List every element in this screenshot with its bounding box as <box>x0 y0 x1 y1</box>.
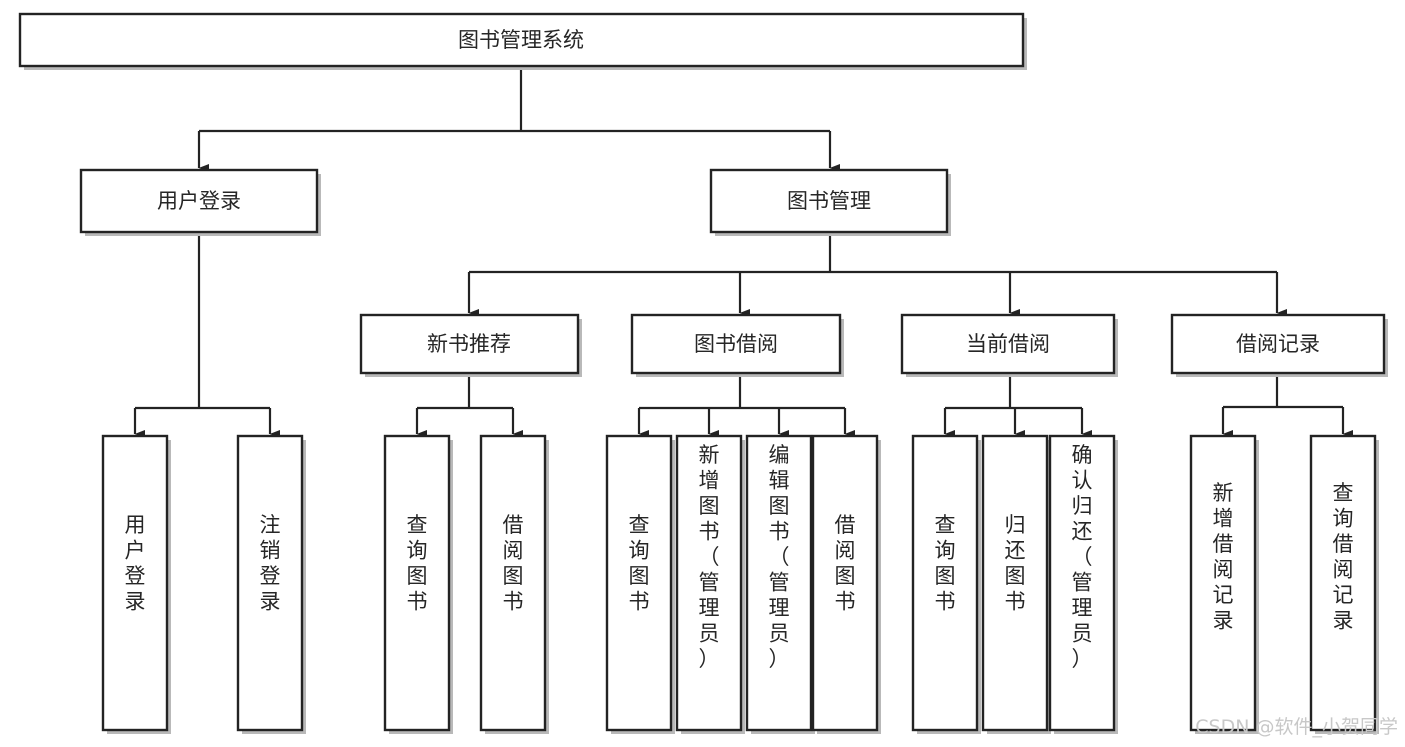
node-root-label: 图书管理系统 <box>458 28 584 52</box>
node-book-manage[interactable]: 图书管理 <box>709 168 951 236</box>
node-leaf-borrow-book-2[interactable]: 借阅图书 <box>811 434 881 734</box>
edges-root-to-level1 <box>197 66 841 173</box>
node-user-login-label: 用户登录 <box>157 189 241 213</box>
node-leaf-query-book-1[interactable]: 查询图书 <box>383 434 453 734</box>
edges-borrow-record-to-leaves <box>1221 375 1354 439</box>
node-leaf-add-record[interactable]: 新增借阅记录 <box>1189 434 1259 734</box>
node-borrow-record[interactable]: 借阅记录 <box>1170 313 1388 377</box>
node-root[interactable]: 图书管理系统 <box>18 12 1027 70</box>
node-borrow-record-label: 借阅记录 <box>1236 332 1320 356</box>
edges-user-login-to-leaves <box>133 232 281 439</box>
node-leaf-borrow-book-1[interactable]: 借阅图书 <box>479 434 549 734</box>
node-leaf-edit-book-label: 编辑图书（管理员） <box>769 443 790 671</box>
csdn-watermark: CSDN @软件_小贺同学 <box>1195 716 1398 738</box>
edges-new-book-recommend-to-leaves <box>415 375 524 439</box>
node-leaf-user-login-label: 用户登录 <box>125 513 146 614</box>
node-book-borrow-label: 图书借阅 <box>694 332 778 356</box>
node-new-book-recommend-label: 新书推荐 <box>427 332 511 356</box>
node-leaf-borrow-book-1-label: 借阅图书 <box>503 513 524 614</box>
edges-book-borrow-to-leaves <box>637 375 856 439</box>
node-leaf-user-login[interactable]: 用户登录 <box>101 434 171 734</box>
node-book-borrow[interactable]: 图书借阅 <box>630 313 844 377</box>
node-new-book-recommend[interactable]: 新书推荐 <box>359 313 582 377</box>
node-leaf-edit-book[interactable]: 编辑图书（管理员） <box>745 434 815 734</box>
node-leaf-query-book-1-label: 查询图书 <box>407 513 428 614</box>
node-current-borrow[interactable]: 当前借阅 <box>900 313 1118 377</box>
node-current-borrow-label: 当前借阅 <box>966 332 1050 356</box>
node-book-manage-label: 图书管理 <box>787 189 871 213</box>
node-leaf-query-record[interactable]: 查询借阅记录 <box>1309 434 1379 734</box>
node-leaf-borrow-book-2-label: 借阅图书 <box>835 513 856 614</box>
node-leaf-query-record-label: 查询借阅记录 <box>1333 481 1354 633</box>
node-leaf-query-book-2-label: 查询图书 <box>629 513 650 614</box>
node-leaf-query-book-3[interactable]: 查询图书 <box>911 434 981 734</box>
edges-current-borrow-to-leaves <box>943 375 1093 439</box>
node-leaf-query-book-3-label: 查询图书 <box>935 513 956 614</box>
edges-book-manage-to-level2 <box>467 232 1288 318</box>
node-user-login[interactable]: 用户登录 <box>79 168 321 236</box>
node-leaf-query-book-2[interactable]: 查询图书 <box>605 434 675 734</box>
node-leaf-logout-label: 注销登录 <box>260 513 281 614</box>
node-leaf-add-book-label: 新增图书（管理员） <box>699 443 720 671</box>
node-leaf-add-book[interactable]: 新增图书（管理员） <box>675 434 745 734</box>
node-leaf-confirm-return-label: 确认归还（管理员） <box>1072 443 1093 671</box>
node-leaf-confirm-return[interactable]: 确认归还（管理员） <box>1048 434 1118 734</box>
node-leaf-add-record-label: 新增借阅记录 <box>1213 481 1234 633</box>
node-leaf-return-book-label: 归还图书 <box>1005 513 1026 614</box>
node-leaf-return-book[interactable]: 归还图书 <box>981 434 1051 734</box>
node-leaf-logout[interactable]: 注销登录 <box>236 434 306 734</box>
